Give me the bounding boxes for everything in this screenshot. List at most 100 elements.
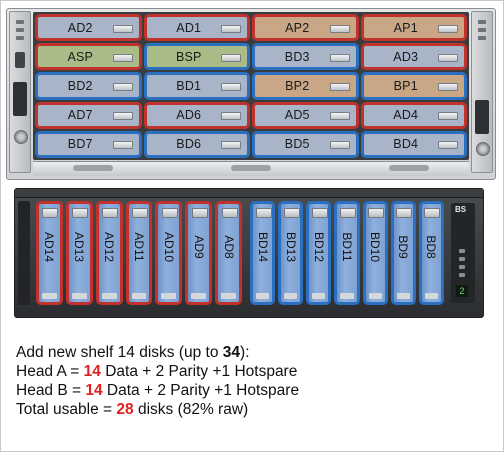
drive-latch [424,293,438,299]
disk-slot: BD1 [143,72,250,100]
drive-latch [368,293,382,299]
caption-text: Data + 2 Parity +1 Hotspare [102,382,300,399]
disk-label: BD5 [284,137,310,152]
caption-text: disks (82% raw) [133,401,249,418]
vent-slot [16,20,24,24]
drive-handle-icon [221,53,241,62]
drive-handle-icon [396,208,413,218]
drive-handle-icon [283,208,300,218]
left-rack-ear [18,201,30,305]
handle-notch [231,165,271,171]
status-led [459,257,465,261]
disk-slot: BD12 [306,201,332,305]
drive-latch [71,293,87,299]
disk-slot: BD14 [250,201,276,305]
drive-handle-icon [339,208,356,218]
disk-slot: AD5 [252,101,359,129]
drive-handle-icon [112,112,133,121]
drive-handle-icon [438,141,458,150]
status-led [459,265,465,269]
drive-handle-icon [424,208,441,218]
caption-text: Total usable = [16,401,117,418]
caption-line-4: Total usable = 28 disks (82% raw) [16,400,299,419]
drive-handle-icon [112,141,133,150]
drive-handle-icon [255,208,272,218]
caption-text: Data + 2 Parity +1 Hotspare [100,363,298,380]
drive-latch [312,293,326,299]
disk-label: BD8 [424,235,439,259]
controller-display: 2 [456,285,468,297]
vent-slot [478,20,486,24]
disk-label: AD14 [42,231,57,263]
caption-text: Head B = [16,382,86,399]
left-rack-ear [9,11,31,173]
drive-handle-icon [132,208,148,218]
drive-handle-icon [112,24,133,33]
drive-handle-icon [221,208,238,218]
disk-slot: AD12 [95,201,123,305]
disk-slot: BD5 [252,130,359,158]
disk-slot: BD6 [143,130,250,158]
drive-latch [191,293,207,299]
vent-slot [478,28,486,32]
shelf-top-strip [15,189,483,198]
drive-handle-icon [438,82,458,91]
vent-slot [478,36,486,40]
drive-handle-icon [329,24,350,33]
disk-label: BD9 [396,235,411,259]
disk-slot: AD10 [155,201,183,305]
disk-slot: AP2 [252,14,359,42]
disk-slot: BSP [143,43,250,71]
disk-label: BSP [175,49,202,64]
caption-line-3: Head B = 14 Data + 2 Parity +1 Hotspare [16,381,299,400]
disk-label: BD10 [368,231,383,263]
max-disks-value: 34 [222,344,241,361]
drive-latch [101,293,117,299]
control-panel [13,82,27,116]
controller-panel: BS 2 [451,203,475,303]
disk-slot: BD3 [252,43,359,71]
caption-line-1: Add new shelf 14 disks (up to 34): [16,343,299,362]
disk-label: AD5 [284,108,310,123]
disk-label: AD2 [67,20,93,35]
disk-label: AD12 [102,231,117,263]
drive-handle-icon [329,82,350,91]
drive-handle-icon [42,208,59,218]
vent-slot [16,36,24,40]
power-panel [475,100,489,134]
disk-slot: AD1 [143,14,250,42]
disk-label: AD10 [161,231,176,263]
drive-latch [42,293,57,299]
disk-label: AP2 [285,20,310,35]
disk-slot: ASP [35,43,142,71]
disk-slot: AP1 [360,14,467,42]
status-led [459,273,465,277]
drive-handle-icon [191,208,208,218]
disk-slot: BD9 [390,201,416,305]
drive-handle-icon [311,208,328,218]
disk-label: BD6 [176,137,202,152]
disk-label: AD11 [132,232,146,262]
disk-label: ASP [67,49,94,64]
disk-label: AD9 [191,235,206,259]
disk-slot: AD4 [360,101,467,129]
drive-latch [161,293,177,299]
drive-latch [340,293,354,299]
disk-slot: AD14 [36,201,63,305]
disk-label: BD12 [311,231,326,263]
disk-slot: AD9 [185,201,213,305]
drive-handle-icon [221,141,241,150]
drive-handle-icon [161,208,178,218]
disk-slot: AD11 [125,201,153,305]
caption-line-2: Head A = 14 Data + 2 Parity +1 Hotspare [16,362,299,381]
disk-label: AD6 [176,108,202,123]
drive-handle-icon [72,208,89,218]
drive-handle-icon [221,24,241,33]
drive-latch [284,293,298,299]
status-panel [15,52,25,68]
drive-handle-icon [368,208,385,218]
head-a-data-count: 14 [83,363,101,380]
disk-slot: BD2 [35,72,142,100]
